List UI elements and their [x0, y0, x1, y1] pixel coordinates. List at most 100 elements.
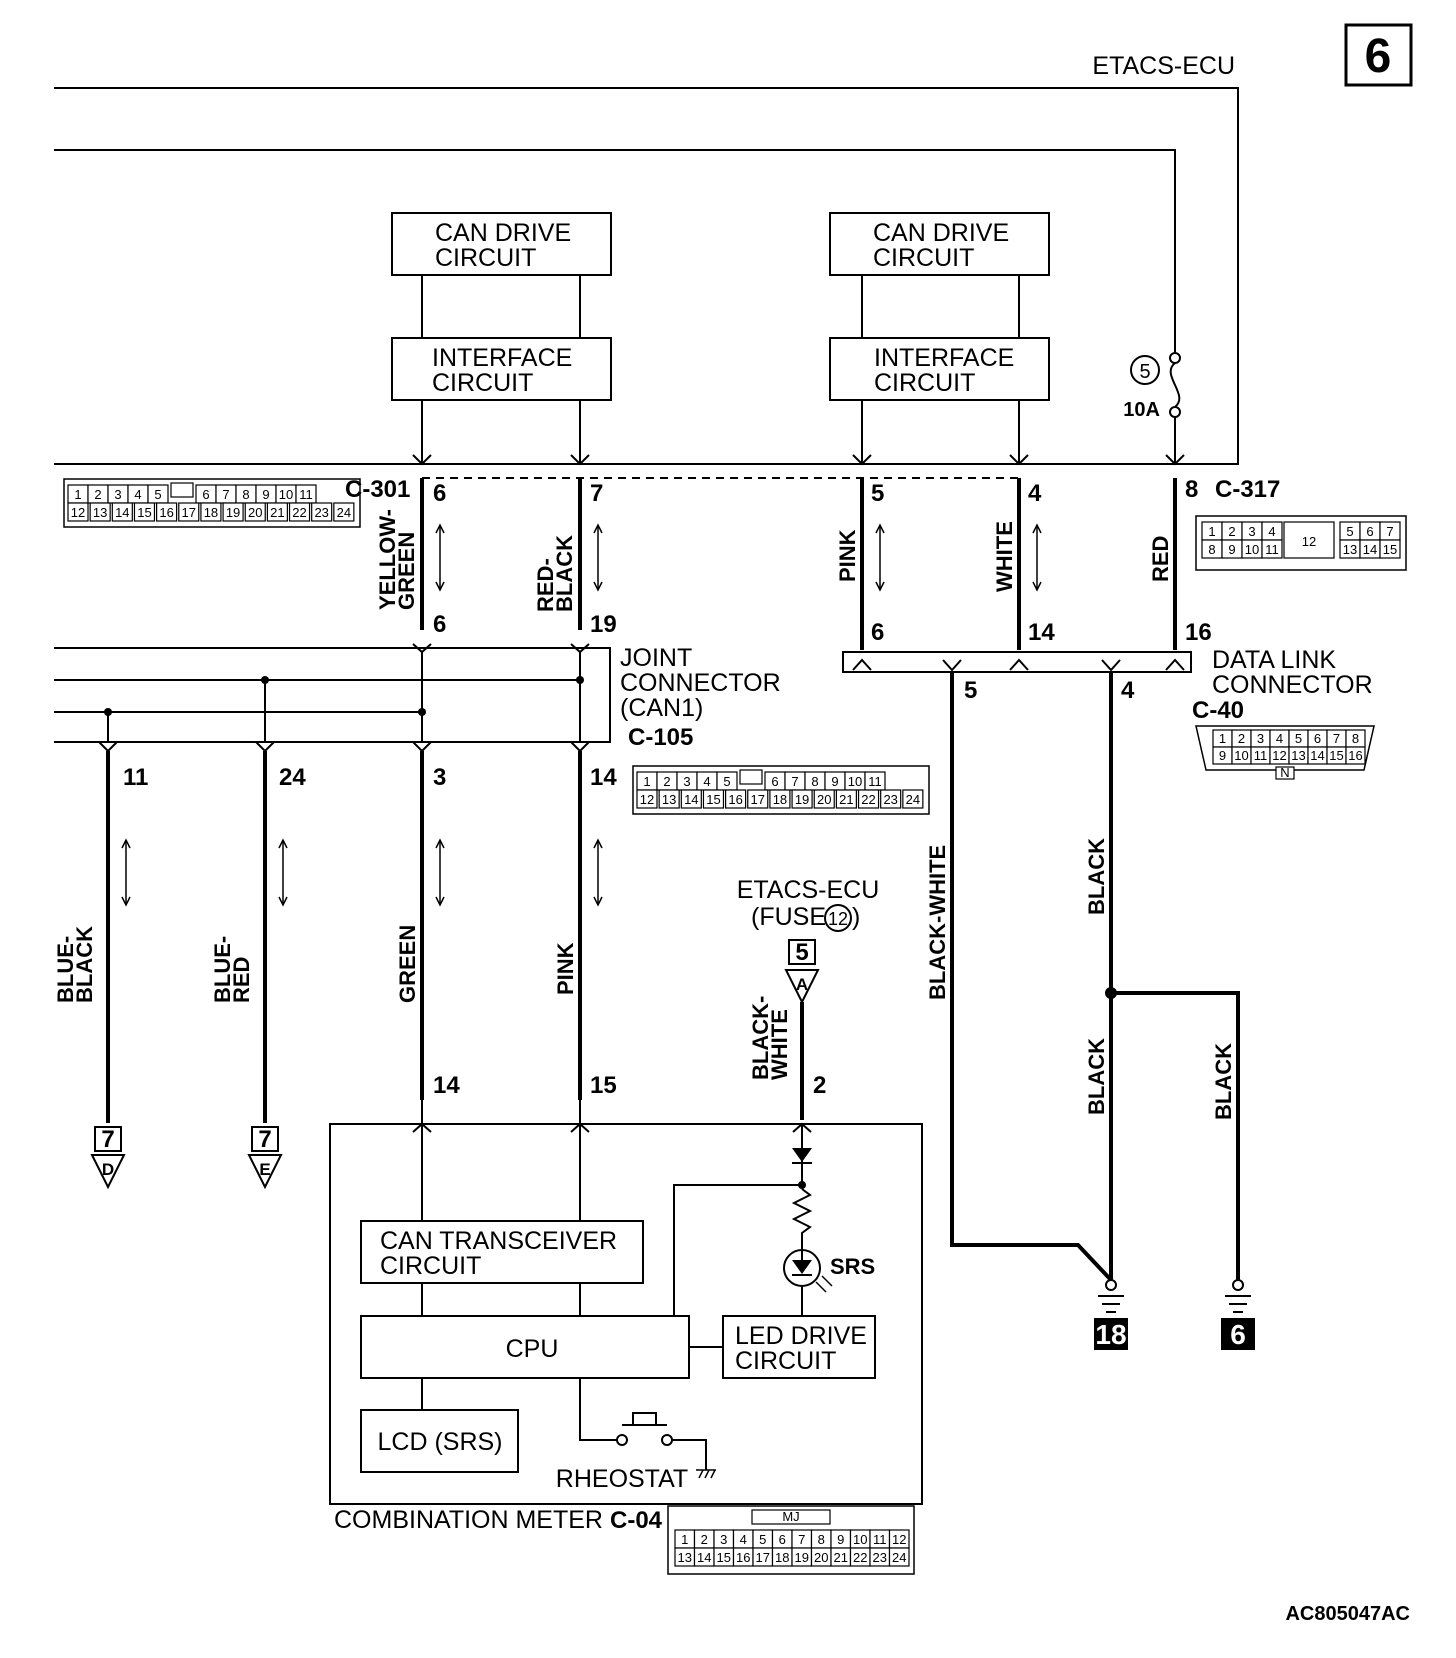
- ref-d-letter: D: [102, 1160, 114, 1179]
- wire-label-black-1: BLACK: [1084, 838, 1109, 915]
- c317-pin: 4: [1268, 524, 1275, 539]
- pin-jc-6: 6: [433, 611, 446, 638]
- rheostat-ground-wire: [672, 1439, 707, 1470]
- c301-pin: 10: [279, 487, 293, 502]
- c317-pin: 3: [1248, 524, 1255, 539]
- wire-label-black-3: BLACK: [1211, 1043, 1236, 1120]
- connector-c04-label: C-04: [610, 1507, 663, 1534]
- ground-6-badge: [1221, 1318, 1255, 1350]
- c301-pin: 11: [299, 487, 313, 502]
- ref-e-letter: E: [259, 1160, 270, 1179]
- c301-pin: 5: [154, 487, 161, 502]
- c301-pin: 20: [248, 505, 262, 520]
- c04-pin: 18: [775, 1550, 789, 1565]
- c40-pin: 3: [1257, 731, 1264, 746]
- c301-pin: 9: [262, 487, 269, 502]
- c105-cell: [880, 789, 902, 809]
- c04-pin: 22: [853, 1550, 867, 1565]
- pin-meter-14: 14: [433, 1072, 460, 1099]
- dlc-arrows: [852, 658, 1185, 672]
- ref-d-box: [94, 1126, 122, 1152]
- rheostat-button: [632, 1412, 657, 1425]
- c105-pin: 7: [791, 774, 798, 789]
- drawing-code: AC805047AC: [1285, 1603, 1410, 1625]
- etacs-fuse-ref-title: ETACS-ECU: [737, 876, 880, 904]
- c04-pin: 21: [834, 1550, 848, 1565]
- c301-pin: 13: [93, 505, 107, 520]
- connector-c301-label: C-301: [345, 476, 410, 503]
- c301-pin: 15: [137, 505, 151, 520]
- c105-pin: 23: [883, 792, 897, 807]
- c301-pin: 7: [222, 487, 229, 502]
- joint-connector-line3: (CAN1): [620, 694, 703, 722]
- pin-meter-15: 15: [590, 1072, 617, 1099]
- c317-pin: 5: [1346, 524, 1353, 539]
- c301-cell: [288, 502, 311, 522]
- c40-outline: [1195, 725, 1375, 771]
- c40-pin: 11: [1254, 748, 1268, 763]
- connector-c105-label: C-105: [628, 724, 693, 751]
- lcd-box: [360, 1409, 519, 1473]
- joint-connector-line2: CONNECTOR: [620, 669, 781, 697]
- can-drive-2-line1: CAN DRIVE: [873, 219, 1009, 247]
- c04-pin: 1: [681, 1532, 688, 1547]
- c04-pin: 11: [873, 1532, 887, 1547]
- c301-pin: 4: [134, 487, 141, 502]
- wire-label-red: RED: [1148, 536, 1173, 582]
- fuse-element: [1169, 362, 1181, 408]
- led-drive-line1: LED DRIVE: [735, 1322, 867, 1350]
- c04-pin: 2: [701, 1532, 708, 1547]
- c105-cell: [658, 789, 680, 809]
- etacs-ecu-title: ETACS-ECU: [1092, 52, 1235, 80]
- c105-cell: [857, 789, 880, 809]
- c40-pin: 7: [1333, 731, 1340, 746]
- c04-tab-label: MJ: [782, 1509, 799, 1524]
- interface-1-line2: CIRCUIT: [432, 369, 533, 397]
- c105-pin: 5: [723, 774, 730, 789]
- c40-pin: 16: [1348, 748, 1362, 763]
- c317-pin: 13: [1343, 542, 1357, 557]
- c301-pin: 16: [159, 505, 173, 520]
- etacs-fuse-ref-label: (FUSE: [751, 903, 826, 931]
- can-drive-circuit-box-2: [829, 212, 1050, 276]
- c105-pin: 24: [906, 792, 920, 807]
- ref-e-number: 7: [258, 1126, 271, 1153]
- wire-label-white-bw: WHITE: [767, 1009, 792, 1080]
- etacs-ref-letter: A: [796, 975, 808, 994]
- c105-cell: [747, 789, 769, 809]
- srs-cpu-feed: [673, 1184, 802, 1316]
- c105-cell: [902, 789, 924, 809]
- c105-cell: [791, 789, 813, 809]
- c40-pin: 6: [1314, 731, 1321, 746]
- c105-pin: 3: [683, 774, 690, 789]
- c04-pin: 17: [756, 1550, 770, 1565]
- c317-pin: 6: [1366, 524, 1373, 539]
- c04-pin: 5: [759, 1532, 766, 1547]
- c301-cell: [244, 502, 266, 522]
- lcd-label: LCD (SRS): [377, 1428, 502, 1456]
- c301-cell: [156, 502, 178, 522]
- pin-dlc-5: 5: [964, 677, 977, 704]
- combination-meter-box: [329, 1123, 923, 1505]
- meter-input-arrows: [412, 1122, 812, 1133]
- c317-pin: 14: [1363, 542, 1377, 557]
- connector-c317-label: C-317: [1215, 476, 1280, 503]
- pin-jc-24: 24: [279, 764, 306, 791]
- rheostat-label: RHEOSTAT: [556, 1465, 688, 1493]
- c317-pin: 15: [1383, 542, 1397, 557]
- c105-pin: 20: [817, 792, 831, 807]
- c04-pin: 16: [736, 1550, 750, 1565]
- fuse-rating: 10A: [1123, 399, 1160, 421]
- combination-meter-label: COMBINATION METER: [334, 1506, 603, 1534]
- c40-pin: 13: [1291, 748, 1305, 763]
- can-drive-2-line2: CIRCUIT: [873, 244, 974, 272]
- interface-circuit-box-1: [391, 337, 612, 401]
- c04-pin: 4: [740, 1532, 747, 1547]
- c105-cell: [636, 789, 658, 809]
- pin-c301-7: 7: [590, 480, 603, 507]
- c301-cell: [67, 502, 89, 522]
- c301-cell: [333, 502, 355, 522]
- c40-tab-label: N: [1280, 765, 1289, 780]
- pin-c317-5: 5: [871, 480, 884, 507]
